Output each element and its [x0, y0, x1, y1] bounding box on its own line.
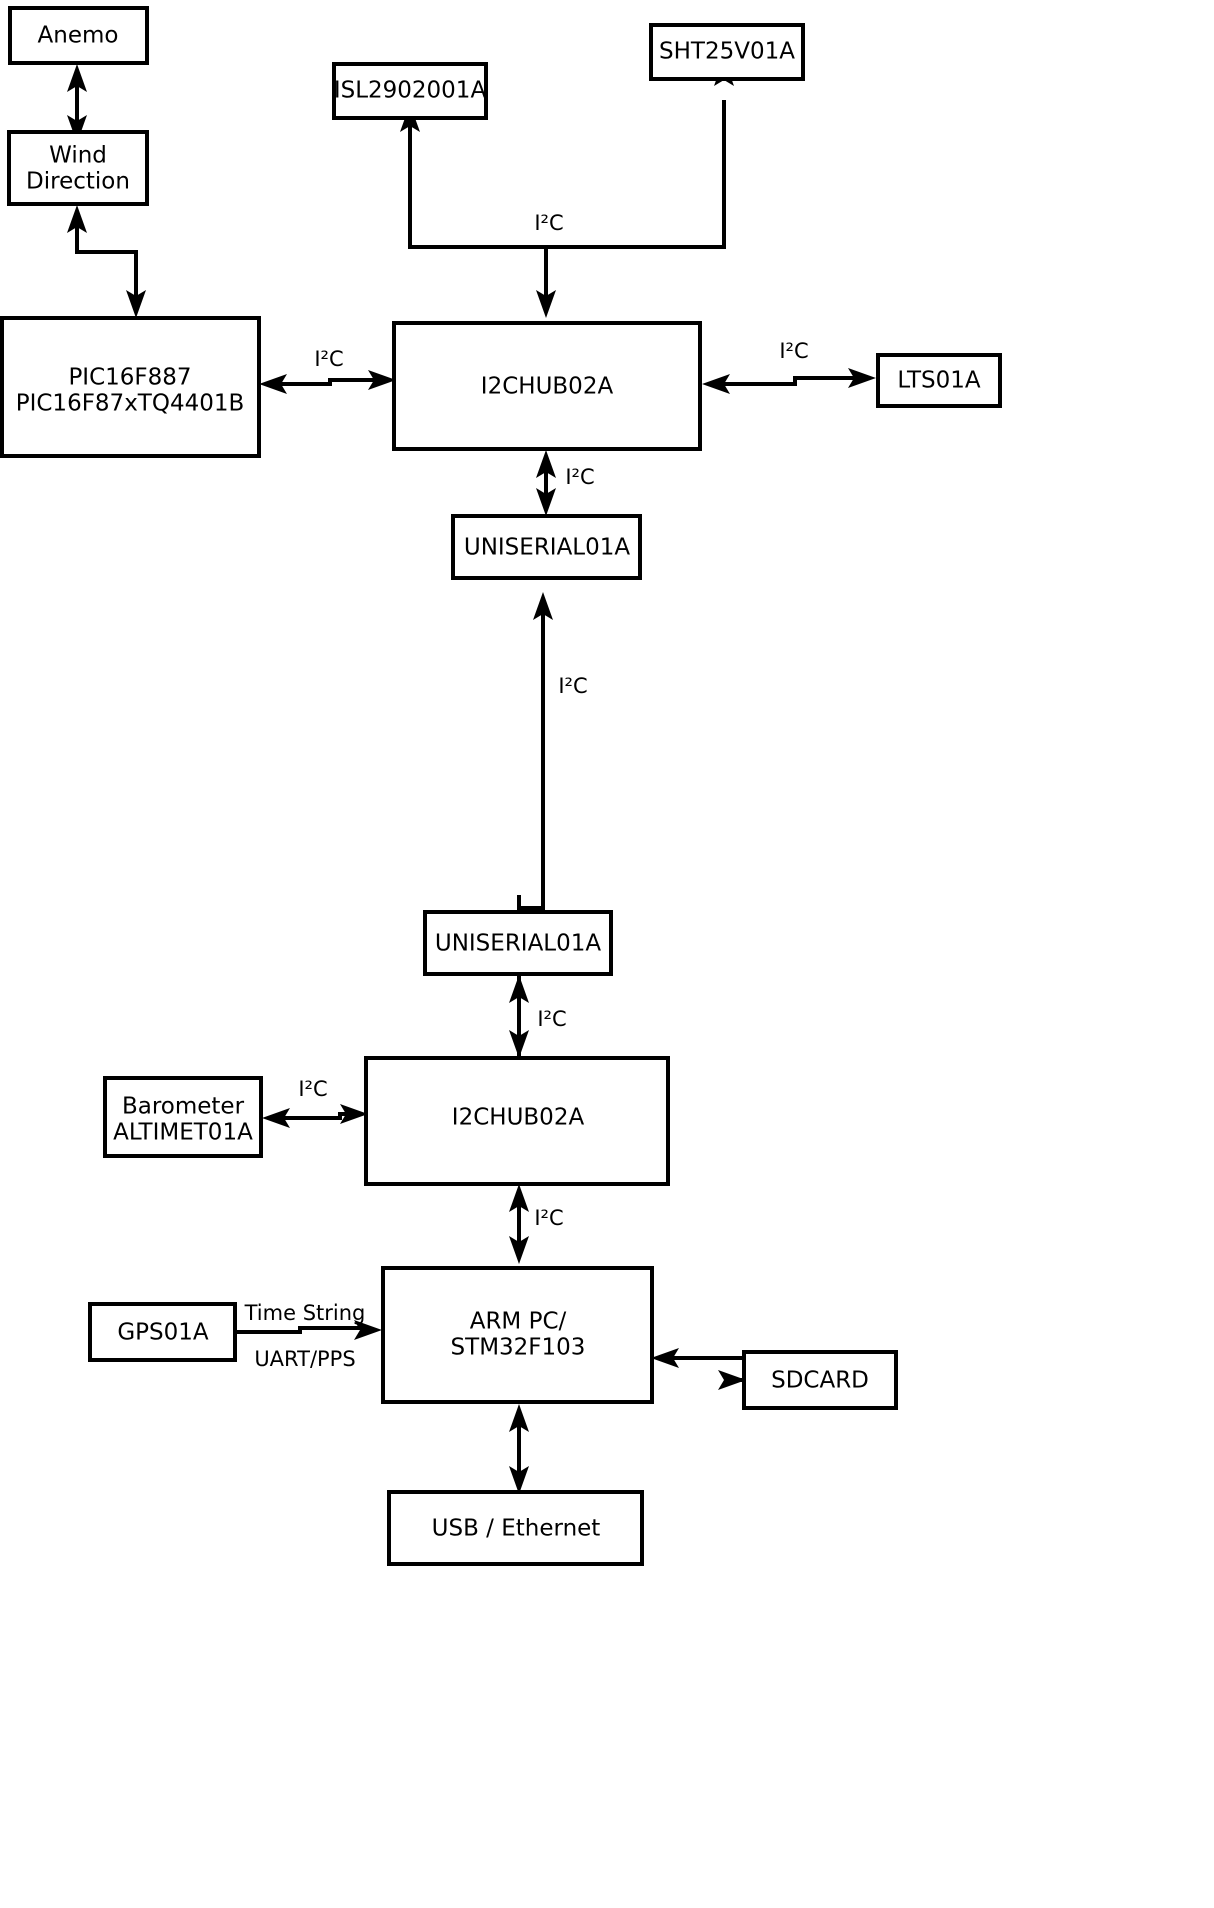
edge-hubtop-lts — [702, 368, 876, 394]
edge-label-bus-top: I²C — [534, 211, 563, 235]
arrow-head-down — [67, 115, 87, 143]
edge-gps-arm — [236, 1320, 382, 1340]
arrow-head-down — [509, 1030, 529, 1058]
edge-anemo-wind — [67, 64, 87, 143]
node-uniserial01a-top-box[interactable] — [451, 514, 642, 580]
node-pic16f887[interactable]: PIC16F887 PIC16F87xTQ4401B — [0, 316, 261, 458]
node-usb-ethernet[interactable]: USB / Ethernet — [387, 1490, 644, 1566]
arrow-head-down — [509, 1466, 529, 1494]
edge-label-gps-time-string: Time String — [244, 1301, 366, 1325]
node-i2chub02a-bottom-box[interactable] — [364, 1056, 670, 1186]
arrow-head-right — [368, 370, 396, 390]
edge-uniserialbot-hubbot — [509, 975, 529, 1058]
node-uniserial01a-bottom[interactable]: UNISERIAL01A — [423, 910, 613, 976]
arrow-head-left-arm — [651, 1348, 679, 1368]
node-anemo[interactable]: Anemo — [8, 6, 149, 65]
node-anemo-label: Anemo — [38, 23, 119, 49]
node-arm-pc-stm32f103[interactable]: ARM PC/ STM32F103 — [381, 1266, 654, 1404]
node-lts01a-box[interactable] — [876, 353, 1002, 408]
edge-label-hub-arm: I²C — [534, 1206, 563, 1230]
node-wind-direction-label-line1: Wind — [49, 143, 107, 169]
edge-pic-wind — [67, 205, 146, 318]
edge-label-uniserial-hubbot: I²C — [537, 1007, 566, 1031]
edge-label-pic-hub: I²C — [314, 347, 343, 371]
arrow-head-right — [340, 1104, 368, 1124]
node-arm-pc-label-line2: STM32F103 — [451, 1335, 586, 1361]
node-gps01a-box[interactable] — [88, 1302, 237, 1362]
arrow-head-right — [354, 1320, 382, 1340]
arrow-head-up — [536, 450, 556, 478]
arrow-head-up — [533, 592, 553, 620]
node-sht25v01a-box[interactable] — [649, 23, 805, 81]
node-i2chub02a-bottom-label: I2CHUB02A — [452, 1105, 585, 1131]
node-i2chub02a-bottom[interactable]: I2CHUB02A — [364, 1056, 670, 1186]
node-arm-pc-box[interactable] — [381, 1266, 654, 1404]
arrow-head-down-hub — [536, 290, 556, 318]
arrow-head-left — [262, 1108, 290, 1128]
edge-label-barometer-hub: I²C — [298, 1077, 327, 1101]
node-i2chub02a-top[interactable]: I2CHUB02A — [392, 321, 702, 451]
arrow-head-right — [848, 368, 876, 388]
node-wind-direction-box[interactable] — [7, 130, 149, 206]
arrow-head-up — [67, 64, 87, 92]
arrow-head-up — [67, 205, 87, 233]
node-uniserial01a-bottom-label: UNISERIAL01A — [435, 931, 602, 957]
arrow-head-up — [509, 1404, 529, 1432]
arrow-head-down — [509, 1236, 529, 1264]
node-pic16f887-label-line1: PIC16F887 — [68, 365, 191, 391]
arrow-head-up — [509, 1184, 529, 1212]
edge-label-uniserial-link: I²C — [558, 674, 587, 698]
edge-arm-usb — [509, 1404, 529, 1494]
node-sht25v01a-label: SHT25V01A — [659, 39, 795, 65]
arrow-head-down — [126, 290, 146, 318]
arrow-head-up — [509, 975, 529, 1003]
edge-label-gps-uart-pps: UART/PPS — [254, 1347, 355, 1371]
node-i2chub02a-top-label: I2CHUB02A — [481, 374, 614, 400]
arrow-head-left — [259, 374, 287, 394]
node-i2chub02a-top-box[interactable] — [392, 321, 702, 451]
node-anemo-box[interactable] — [8, 6, 149, 65]
node-uniserial01a-top-label: UNISERIAL01A — [464, 535, 631, 561]
node-pic16f887-label-line2: PIC16F87xTQ4401B — [16, 391, 245, 417]
edge-hubtop-uniserial — [536, 450, 556, 516]
node-usb-ethernet-label: USB / Ethernet — [432, 1516, 601, 1542]
arrow-head-right-sd — [718, 1370, 746, 1390]
arrow-head-left — [702, 374, 730, 394]
node-sht25v01a[interactable]: SHT25V01A — [649, 23, 805, 81]
edge-hubbot-arm — [509, 1184, 529, 1264]
node-barometer-label-line2: ALTIMET01A — [113, 1120, 253, 1146]
node-wind-direction[interactable]: Wind Direction — [7, 130, 149, 206]
node-barometer-altimet01a-box[interactable] — [103, 1076, 263, 1158]
node-lts01a-label: LTS01A — [897, 368, 981, 394]
node-lts01a[interactable]: LTS01A — [876, 353, 1002, 408]
node-pic16f887-box[interactable] — [0, 316, 261, 458]
node-sdcard-label: SDCARD — [771, 1368, 869, 1394]
node-uniserial01a-bottom-box[interactable] — [423, 910, 613, 976]
node-isl2902001a-label: ISL2902001A — [334, 78, 487, 104]
node-barometer-label-line1: Barometer — [122, 1094, 245, 1120]
edge-label-hub-lts: I²C — [779, 339, 808, 363]
node-sdcard-box[interactable] — [742, 1350, 898, 1410]
node-isl2902001a-box[interactable] — [332, 62, 488, 120]
edge-label-hub-uniserial: I²C — [565, 465, 594, 489]
node-arm-pc-label-line1: ARM PC/ — [470, 1309, 567, 1335]
node-isl2902001a[interactable]: ISL2902001A — [332, 62, 488, 120]
node-gps01a-label: GPS01A — [117, 1320, 209, 1346]
edge-uniserial-link — [517, 592, 553, 910]
arrow-head-down — [536, 488, 556, 516]
node-wind-direction-label-line2: Direction — [26, 169, 130, 195]
node-sdcard[interactable]: SDCARD — [742, 1350, 898, 1410]
node-uniserial01a-top[interactable]: UNISERIAL01A — [451, 514, 642, 580]
node-barometer-altimet01a[interactable]: Barometer ALTIMET01A — [103, 1076, 263, 1158]
edge-pic-hubtop — [259, 370, 396, 394]
node-gps01a[interactable]: GPS01A — [88, 1302, 237, 1362]
edge-barometer-hubbot — [262, 1104, 368, 1128]
node-usb-ethernet-box[interactable] — [387, 1490, 644, 1566]
